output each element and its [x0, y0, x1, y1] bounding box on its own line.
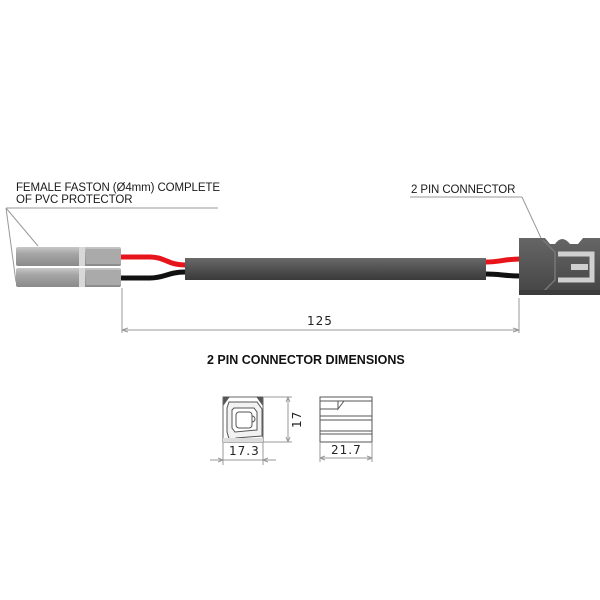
connector-leader-line: [410, 196, 542, 239]
red-wire-right: [485, 256, 521, 265]
faston-terminal-bottom: [16, 268, 121, 287]
side-width-value: 21.7: [331, 443, 362, 457]
faston-label-line1: FEMALE FASTON (Ø4mm) COMPLETE: [16, 182, 220, 194]
cable-length-value: 125: [307, 314, 333, 328]
black-wire-left: [121, 269, 186, 281]
black-wire-right: [485, 271, 521, 279]
connector-side-view: [319, 396, 373, 443]
faston-label-line2: OF PVC PROTECTOR: [16, 194, 133, 206]
red-wire-left: [121, 254, 186, 268]
connector-front-view: [222, 396, 264, 443]
cable-sheath: [185, 258, 486, 280]
connector-label: 2 PIN CONNECTOR: [411, 184, 516, 196]
side-dimension-lines: [319, 442, 373, 462]
front-height-value: 17: [290, 410, 304, 428]
dimensions-section-title: 2 PIN CONNECTOR DIMENSIONS: [207, 353, 405, 367]
faston-leader-line: [5, 207, 218, 283]
two-pin-connector: [519, 238, 600, 295]
length-dimension-line: [121, 288, 520, 333]
faston-terminal-top: [16, 247, 121, 266]
front-width-value: 17.3: [229, 444, 260, 458]
front-dimension-lines: [210, 396, 292, 465]
